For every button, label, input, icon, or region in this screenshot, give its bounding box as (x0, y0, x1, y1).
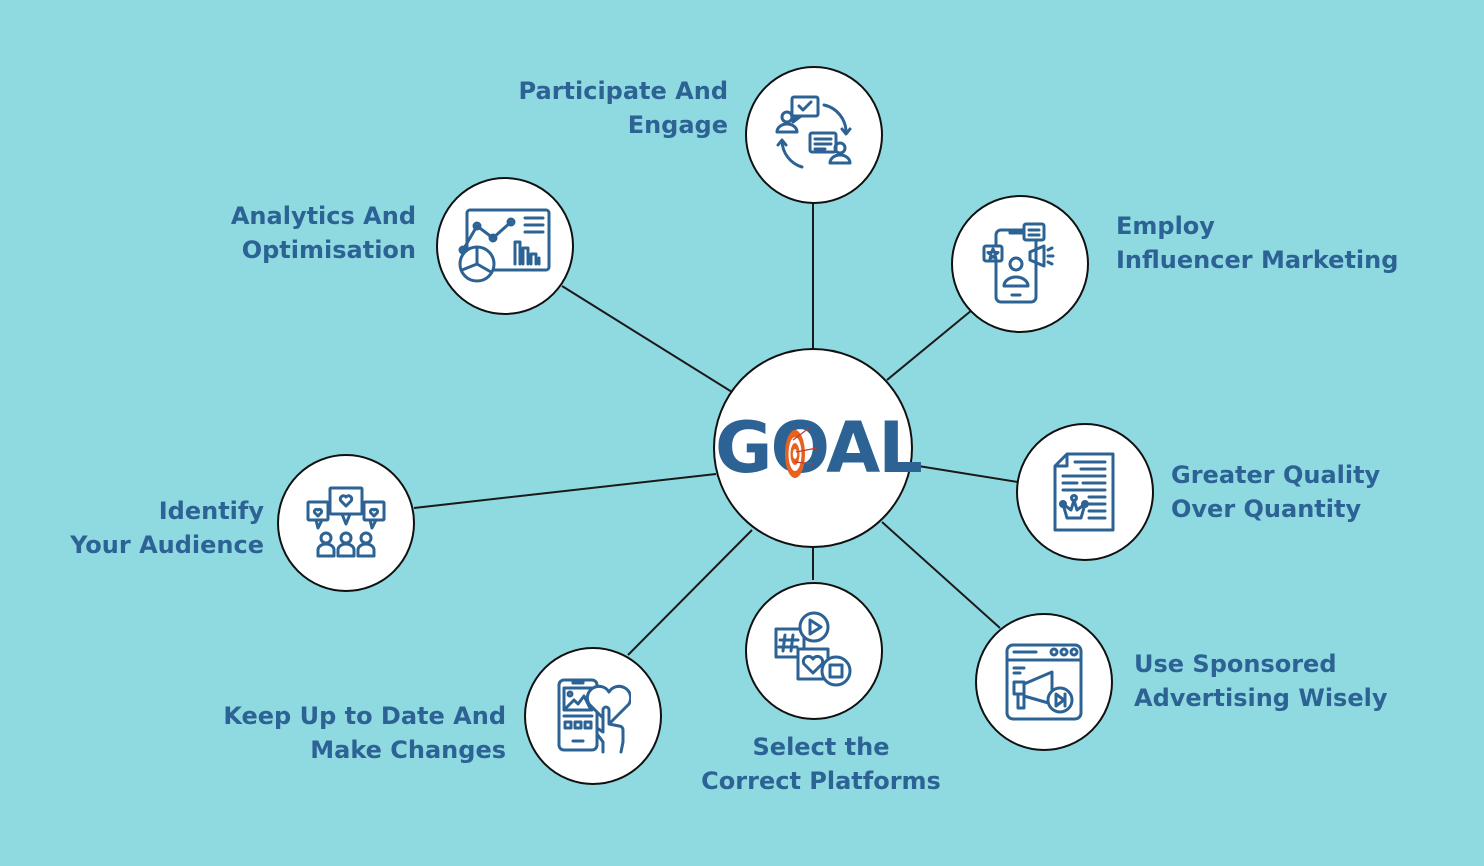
goal-title: GOAL (715, 407, 923, 489)
phone-like-icon (557, 678, 631, 754)
connector-quality (911, 464, 1019, 483)
label-participate: Participate And Engage (518, 77, 728, 139)
conversation-cycle-icon (775, 95, 852, 169)
connector-sponsored (881, 521, 1001, 629)
browser-megaphone-icon (1005, 643, 1083, 721)
label-sponsored: Use Sponsored Advertising Wisely (1134, 650, 1388, 712)
node-influencer (951, 195, 1089, 333)
connector-analytics (561, 285, 733, 393)
label-platforms: Select the Correct Platforms (701, 733, 941, 795)
connector-update (627, 529, 753, 656)
influencer-phone-icon (982, 222, 1055, 304)
connector-influencer (886, 309, 973, 381)
node-quality (1016, 423, 1154, 561)
label-analytics: Analytics And Optimisation (230, 202, 416, 264)
label-audience: Identify Your Audience (70, 497, 264, 559)
target-icon (785, 428, 818, 478)
node-audience (277, 454, 415, 592)
node-update (524, 647, 662, 785)
connector-audience (413, 473, 717, 509)
label-quality: Greater Quality Over Quantity (1171, 461, 1381, 523)
audience-hearts-icon (306, 486, 386, 558)
social-platforms-icon (774, 611, 852, 687)
goal-center-node: GOAL (713, 348, 923, 548)
node-sponsored (975, 613, 1113, 751)
label-update: Keep Up to Date And Make Changes (223, 702, 506, 764)
document-crown-icon (1053, 452, 1115, 532)
analytics-dashboard-icon (458, 208, 551, 283)
node-participate (745, 66, 883, 204)
node-platforms (745, 582, 883, 720)
node-analytics (436, 177, 574, 315)
label-influencer: Employ Influencer Marketing (1116, 212, 1399, 274)
